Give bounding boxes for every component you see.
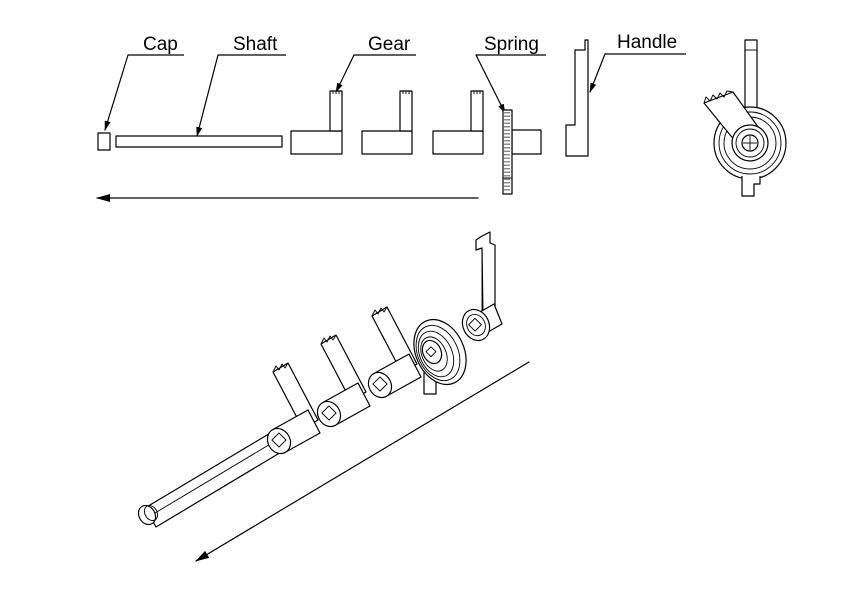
handle-side-view: [565, 39, 589, 157]
assembly-front-view: [703, 39, 787, 197]
spring-isometric: [413, 318, 467, 395]
gear-isometric-1: [266, 362, 321, 455]
label-cap-leader: [104, 54, 129, 131]
label-cap: Cap: [104, 34, 184, 131]
handle-isometric: [461, 231, 503, 342]
label-handle: Handle: [589, 32, 686, 93]
spring-side-view: [502, 109, 542, 195]
side-view-row: [97, 39, 787, 197]
label-spring: Spring: [475, 34, 546, 114]
label-gear-text: Gear: [368, 34, 411, 55]
label-spring-leader: [475, 54, 506, 114]
label-cap-text: Cap: [143, 34, 178, 55]
cap-side-view: [97, 132, 111, 151]
gear-side-view-1: [290, 90, 343, 155]
cap-isometric: [137, 504, 157, 526]
label-shaft-text: Shaft: [233, 34, 278, 55]
gear-isometric-3: [367, 306, 422, 399]
shaft-isometric: [137, 431, 284, 528]
label-spring-text: Spring: [484, 34, 539, 55]
gear-isometric-2: [316, 334, 371, 428]
label-gear-leader: [335, 54, 355, 93]
label-shaft-leader: [196, 54, 219, 137]
gear-side-view-3: [432, 90, 484, 155]
shaft-side-view: [115, 135, 283, 148]
label-handle-leader: [589, 53, 606, 93]
arrow-down-left-icon: [195, 361, 530, 562]
gear-side-view-2: [361, 90, 413, 155]
label-handle-text: Handle: [617, 32, 677, 53]
isometric-exploded-view: [137, 231, 503, 528]
label-shaft: Shaft: [196, 34, 286, 137]
label-gear: Gear: [335, 34, 416, 93]
